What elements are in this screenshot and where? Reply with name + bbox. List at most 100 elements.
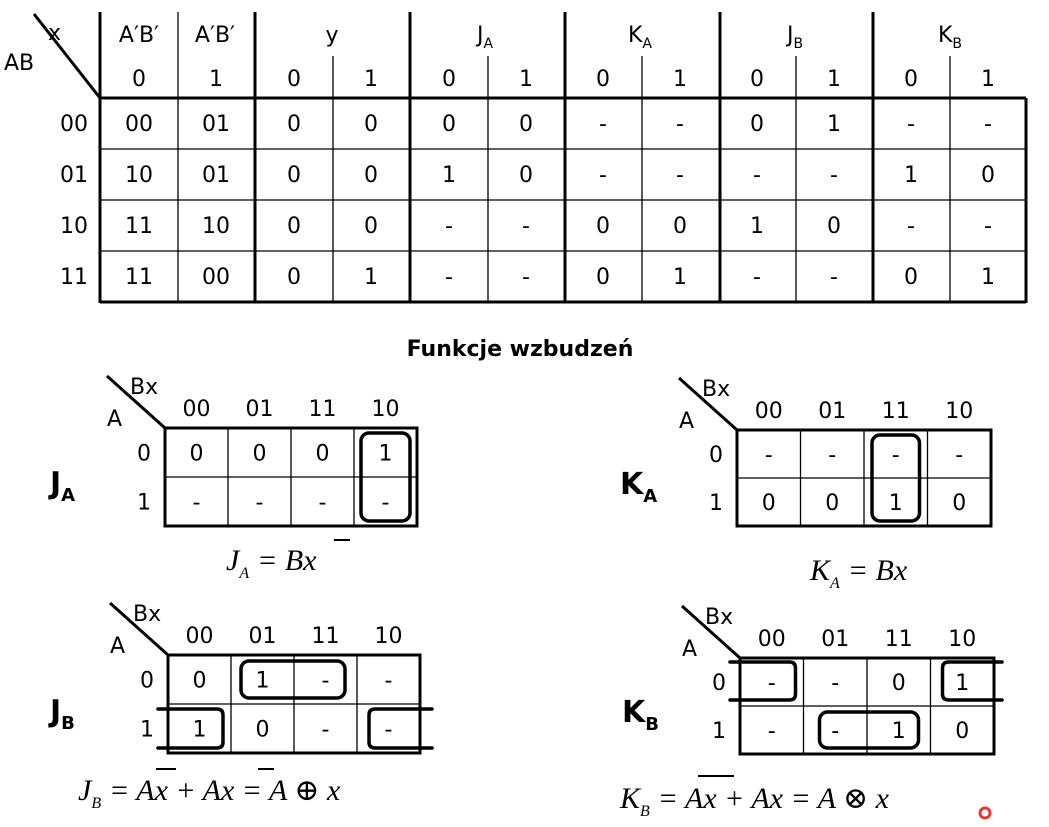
group-header-kb: KB [938, 23, 962, 52]
kmap-group-loop [239, 659, 347, 700]
kmap-diagonal [680, 604, 742, 660]
table-cell: 11 [125, 214, 153, 239]
row-label: 00 [60, 112, 88, 137]
kmap-cell: - [765, 443, 773, 468]
kmap-cell: - [831, 719, 839, 744]
sub-header-cell: 1 [364, 67, 378, 92]
sub-header-cell: 1 [519, 67, 533, 92]
kmap-row-var: A [679, 409, 694, 434]
table-cell: - [830, 163, 838, 188]
table-cell: 1 [442, 163, 456, 188]
kmap-col-header: 01 [246, 397, 274, 422]
table-cell: 0 [287, 214, 301, 239]
kmap-col-header: 11 [885, 627, 913, 652]
table-cell: - [984, 112, 992, 137]
kmap-cell: - [955, 443, 963, 468]
table-cell: 11 [125, 265, 153, 290]
kmap-function-label: KA [620, 467, 657, 507]
kmap-col-header: 10 [945, 399, 973, 424]
table-cell: 10 [125, 163, 153, 188]
kmap-cell: - [828, 443, 836, 468]
table-cell: 0 [673, 214, 687, 239]
table-cell: - [599, 163, 607, 188]
kmap-group-loop [870, 433, 922, 523]
table-cell: 0 [519, 163, 533, 188]
formula-kb-text: KB= Ax + Ax = A ⊗ x [619, 782, 890, 820]
pointer-dot [978, 806, 992, 820]
kmap-group-loop [367, 707, 434, 750]
table-cell: 1 [827, 112, 841, 137]
formula-ja-text: JA= Bx [226, 544, 317, 582]
table-cell: - [522, 214, 530, 239]
kmap-cell: 0 [892, 671, 906, 696]
table-cell: 00 [202, 265, 230, 290]
kmap-row-header: 0 [137, 442, 151, 467]
kmap-col-header: 11 [309, 397, 337, 422]
kmap-col-header: 11 [312, 624, 340, 649]
table-cell: - [445, 214, 453, 239]
kmap-row-header: 0 [712, 671, 726, 696]
kmap-cell: 1 [379, 442, 393, 467]
kmap-col-header: 11 [882, 399, 910, 424]
group-header-ja: JA [475, 23, 494, 52]
kmap-cell: - [892, 443, 900, 468]
kmap-row-header: 0 [140, 669, 154, 694]
row-label: 11 [60, 265, 88, 290]
sub-header-cell: 1 [209, 67, 223, 92]
kmap-col-var: Bx [130, 375, 158, 400]
table-cell: 0 [904, 265, 918, 290]
sub-header-cell: 1 [827, 67, 841, 92]
kmap-row-header: 1 [137, 491, 151, 516]
kmap-cell: - [322, 669, 330, 694]
table-cell: 0 [364, 112, 378, 137]
kmap-function-label: JA [48, 466, 75, 506]
table-cell: - [599, 112, 607, 137]
table-cell: 1 [364, 265, 378, 290]
table-cell: 0 [596, 214, 610, 239]
table-cell: 0 [981, 163, 995, 188]
kmap-row-header: 0 [709, 443, 723, 468]
kmap-cell: - [831, 671, 839, 696]
kmap-group-loop [359, 431, 412, 523]
sub-header-cell: 0 [904, 67, 918, 92]
kmap-col-header: 00 [186, 624, 214, 649]
table-cell: 0 [519, 112, 533, 137]
kmap-cell: - [385, 669, 393, 694]
table-cell: 01 [202, 163, 230, 188]
kmap-col-header: 10 [948, 627, 976, 652]
kmap-cell: - [193, 491, 201, 516]
section-title: Funkcje wzbudzeń [407, 337, 634, 362]
table-cell: - [907, 112, 915, 137]
kmap-cell: 1 [955, 671, 969, 696]
table-grid [98, 12, 1028, 304]
kmap-row-header: 1 [712, 719, 726, 744]
table-cell: - [522, 265, 530, 290]
table-cell: 10 [202, 214, 230, 239]
kmap-row-var: A [110, 634, 125, 659]
kmap-cell: - [382, 491, 390, 516]
kmap-diagonal [677, 376, 739, 432]
kmap-function-label: KB [622, 695, 659, 735]
sub-header-cell: 0 [596, 67, 610, 92]
table-cell: 0 [287, 265, 301, 290]
kmap-cell: - [768, 719, 776, 744]
kmap-group-loop [940, 660, 1004, 702]
kmap-cell: 1 [256, 669, 270, 694]
row-label: 01 [60, 163, 88, 188]
kmap-col-header: 00 [183, 397, 211, 422]
kmap-row-header: 1 [709, 491, 723, 516]
formula-kb: KB= Ax + Ax = A ⊗ x [619, 775, 890, 820]
kmap-col-header: 01 [249, 624, 277, 649]
sub-header-cell: 1 [673, 67, 687, 92]
kmap-cell: 0 [193, 669, 207, 694]
table-cell: 0 [827, 214, 841, 239]
sub-header-cell: 0 [442, 67, 456, 92]
table-cell: 0 [287, 112, 301, 137]
row-label: 10 [60, 214, 88, 239]
group-header-y: y [325, 23, 338, 48]
